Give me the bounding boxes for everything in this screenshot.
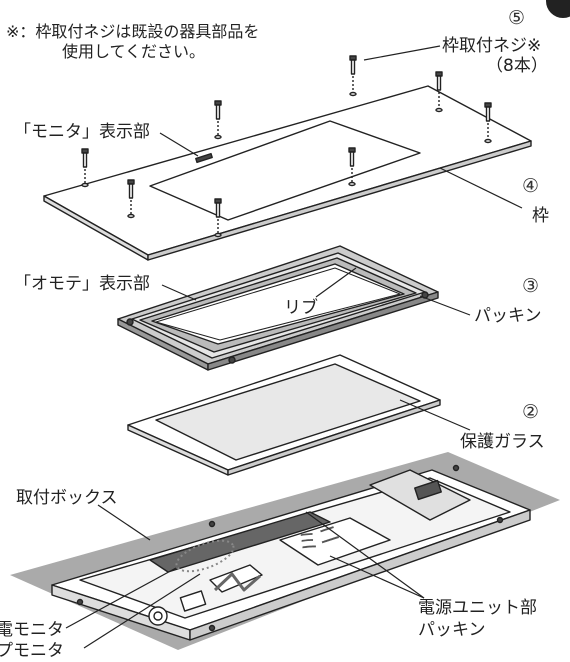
corner-marker (546, 0, 570, 18)
mounting-box-part: ミニ (10, 452, 560, 650)
note-line-2: 使用してください。 (62, 42, 206, 61)
glass-part (127, 354, 441, 476)
part-2-number: ② (522, 401, 540, 423)
part-5-qty: （8本） (486, 56, 548, 76)
part-5-number: ⑤ (508, 7, 526, 29)
rib-label: リブ (284, 298, 318, 318)
left-label-1: 電モニタ (0, 620, 64, 640)
psu-packing-label: パッキン (418, 620, 486, 640)
part-5-name: 枠取付ネジ※ (442, 36, 542, 56)
psu-label: 電源ユニット部 (418, 598, 537, 618)
frame-part (43, 85, 532, 261)
part-3-name: パッキン (474, 306, 542, 326)
part-4-name: 枠 (532, 206, 549, 226)
leader-lines (65, 45, 523, 649)
note-line-1: ※：枠取付ネジは既設の器具部品を (6, 22, 260, 41)
part-4-number: ④ (522, 175, 540, 197)
part-3-number: ③ (522, 275, 540, 297)
screws (81, 55, 492, 238)
mounting-box-label: 取付ボックス (16, 488, 118, 508)
omote-display-label: 「オモテ」表示部 (14, 274, 150, 294)
monitor-display-label: 「モニタ」表示部 (14, 122, 150, 142)
part-2-name: 保護ガラス (460, 432, 545, 452)
packing-part (117, 245, 439, 371)
left-label-2: プモニタ (0, 641, 64, 661)
